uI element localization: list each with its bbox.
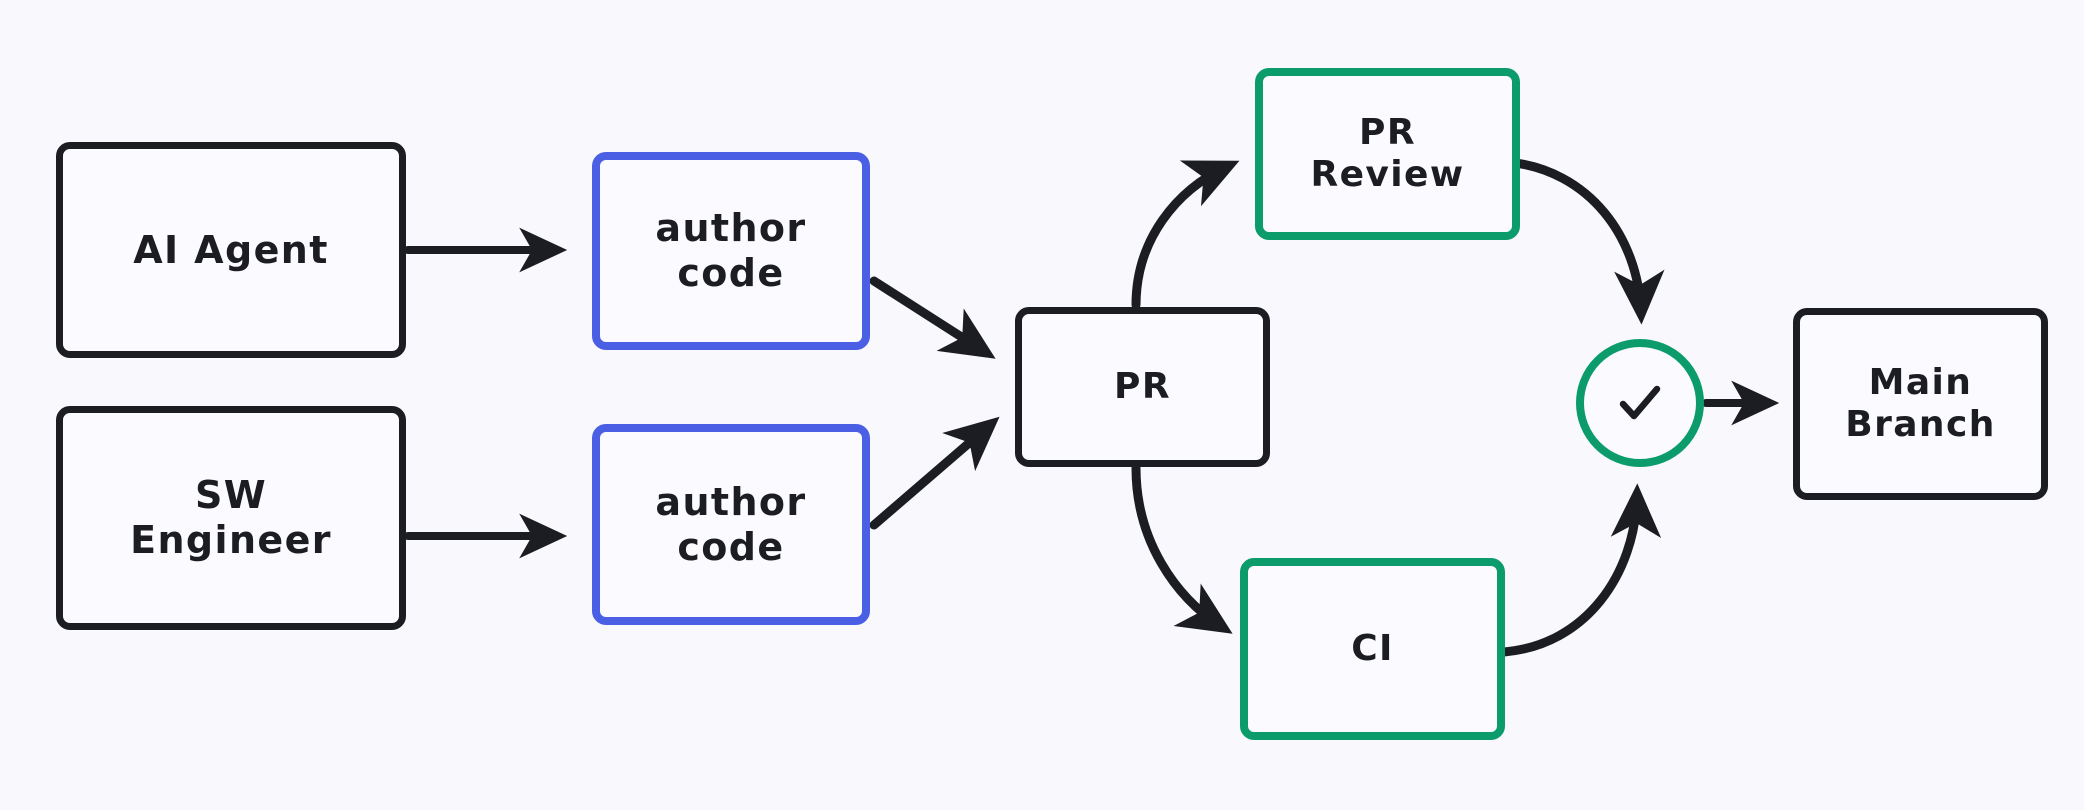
node-pr[interactable]: PR	[1015, 307, 1270, 467]
node-author-code-sw-engineer[interactable]: author code	[592, 424, 870, 625]
node-ai-agent-label: AI Agent	[133, 227, 329, 272]
node-author-code-ai-agent-label: author code	[655, 206, 807, 295]
node-pr-label: PR	[1114, 365, 1171, 407]
node-sw-engineer-label: SW Engineer	[130, 473, 332, 562]
node-sw-engineer[interactable]: SW Engineer	[56, 406, 406, 630]
node-check-circle[interactable]	[1576, 339, 1704, 467]
edge-author-code-to-pr-lower	[869, 416, 1000, 530]
node-ai-agent[interactable]: AI Agent	[56, 142, 406, 358]
edge-ci-to-check	[1499, 483, 1662, 657]
edge-pr-to-pr-review	[1131, 160, 1240, 310]
node-ci-label: CI	[1351, 627, 1394, 669]
edge-pr-to-ci	[1131, 463, 1233, 634]
node-pr-review-label: PR Review	[1310, 111, 1465, 195]
node-author-code-sw-engineer-label: author code	[655, 479, 807, 569]
node-ci[interactable]: CI	[1240, 558, 1505, 740]
check-icon	[1619, 385, 1661, 420]
node-author-code-ai-agent[interactable]: author code	[592, 152, 870, 350]
edge-pr-review-to-check	[1503, 157, 1665, 325]
edge-author-code-to-pr-upper	[869, 276, 996, 359]
node-main-branch[interactable]: Main Branch	[1793, 308, 2048, 500]
node-main-branch-label: Main Branch	[1845, 361, 1996, 445]
node-pr-review[interactable]: PR Review	[1255, 68, 1520, 240]
